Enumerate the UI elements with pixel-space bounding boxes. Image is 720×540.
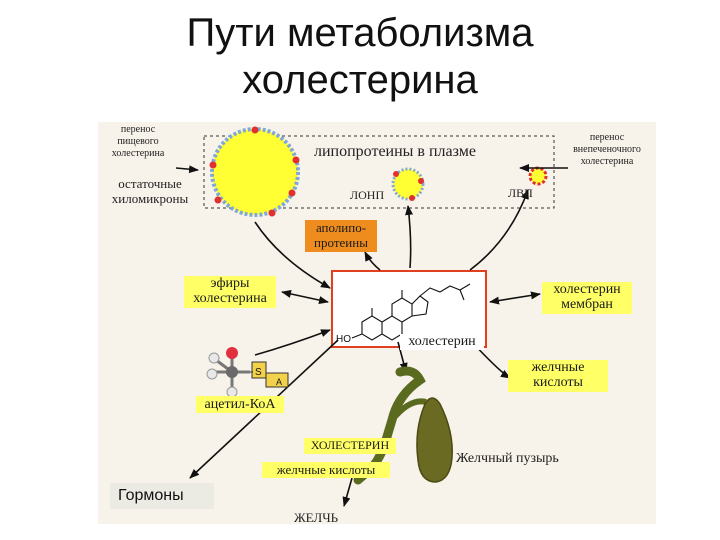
arrow-acetyl-to-center (254, 329, 331, 356)
plasma-lipoproteins-label: липопротеины в плазме (314, 143, 476, 160)
food-transfer-label: перенос пищевого холестерина (100, 124, 176, 160)
membrane-cholesterol-box: холестерин мембран (542, 282, 632, 314)
ho-label: HO (336, 334, 351, 345)
membrane-line-1: холестерин (553, 282, 621, 297)
bile-acids-line-1: желчные (531, 360, 585, 375)
arrow-center-to-hdl (469, 189, 529, 271)
esters-line-2: холестерина (193, 291, 267, 306)
title-line-1: Пути метаболизма (186, 11, 534, 55)
bile-acids-lower-box: желчные кислоты (262, 462, 390, 478)
chylomicrons-line-1: остаточные (118, 176, 182, 191)
plasma-region (203, 135, 555, 209)
extrahepatic-line-3: холестерина (580, 156, 634, 167)
arrow-center-to-lonp (405, 205, 414, 269)
chylomicrons-line-2: хиломикроны (111, 191, 189, 206)
bile-duct (353, 366, 426, 485)
arrow-esters (281, 290, 329, 304)
esters-line-1: эфиры (210, 276, 250, 291)
bile-cholesterol-box: ХОЛЕСТЕРИН (304, 438, 396, 454)
apolipoproteins-box: аполипо- протеины (305, 220, 377, 252)
acetyl-coa-box: ацетил-КоА (196, 396, 284, 413)
arrow-to-bile-out (342, 477, 353, 507)
s-letter: S (255, 367, 262, 378)
arrow-membrane (489, 291, 541, 305)
gallbladder-icon (416, 397, 453, 483)
apolipoproteins-line-1: аполипо- (315, 220, 367, 235)
extrahepatic-transfer-label: перенос внепеченочного холестерина (560, 132, 654, 168)
food-transfer-line-3: холестерина (111, 148, 165, 159)
a-letter: A (276, 377, 282, 387)
cholesterol-esters-box: эфиры холестерина (184, 276, 276, 308)
chylomicron-particle (209, 126, 300, 217)
apolipoproteins-line-2: протеины (314, 235, 368, 250)
cholesterol-structure (351, 283, 471, 341)
vldl-particle (391, 167, 425, 201)
bile-acids-line-2: кислоты (533, 375, 583, 390)
bile-acids-box: желчные кислоты (508, 360, 608, 392)
title-line-2: холестерина (242, 58, 478, 102)
vldl-label: ЛОНП (350, 188, 385, 202)
residual-chylomicrons-label: остаточные хиломикроны (100, 176, 200, 206)
hormones-label: Гормоны (110, 483, 214, 509)
gallbladder-label: Желчный пузырь (456, 451, 559, 466)
food-transfer-line-2: пищевого (117, 136, 159, 147)
extrahepatic-line-2: внепеченочного (573, 144, 641, 155)
cystic-duct (389, 398, 427, 422)
slide-title: Пути метаболизма холестерина (0, 10, 720, 104)
cholesterol-label: холестерин (400, 334, 484, 350)
bile-label: ЖЕЛЧЬ (294, 510, 339, 525)
food-transfer-line-1: перенос (120, 124, 156, 135)
hdl-label: ЛВП (508, 186, 533, 200)
hdl-particle (528, 166, 548, 186)
arrow-chylo-to-center (254, 221, 331, 289)
arrow-center-to-apo (364, 251, 381, 271)
membrane-line-2: мембран (561, 297, 613, 312)
arrow-to-chylomicron (175, 165, 199, 174)
acetyl-coa-molecule-icon (206, 347, 289, 398)
extrahepatic-line-1: перенос (589, 132, 625, 143)
